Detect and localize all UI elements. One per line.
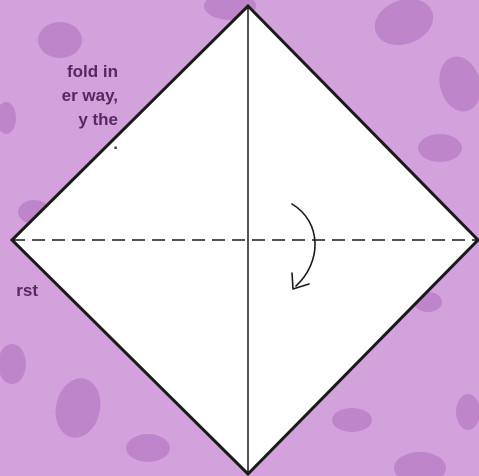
background-petal [55, 378, 101, 438]
background-petal [332, 408, 372, 432]
step-note-text: rst [16, 281, 38, 300]
instruction-line: er way, [61, 86, 118, 105]
background-petal [126, 434, 170, 462]
background-petal [374, 0, 434, 46]
background-petal [38, 22, 82, 58]
instruction-line: . [113, 134, 118, 153]
arrow-curve [291, 203, 316, 287]
background-petal [0, 344, 26, 384]
arrow-head [291, 272, 310, 290]
instruction-line: y the [78, 110, 118, 129]
instruction-line: fold in [67, 62, 118, 81]
background-petal [394, 452, 446, 476]
curved-arrow-icon [291, 203, 316, 290]
background-petal [418, 134, 462, 162]
background-petal [456, 394, 479, 430]
background-petal [439, 56, 479, 112]
instruction-text: fold in er way, y the . [0, 60, 118, 156]
background-petal [0, 102, 16, 134]
